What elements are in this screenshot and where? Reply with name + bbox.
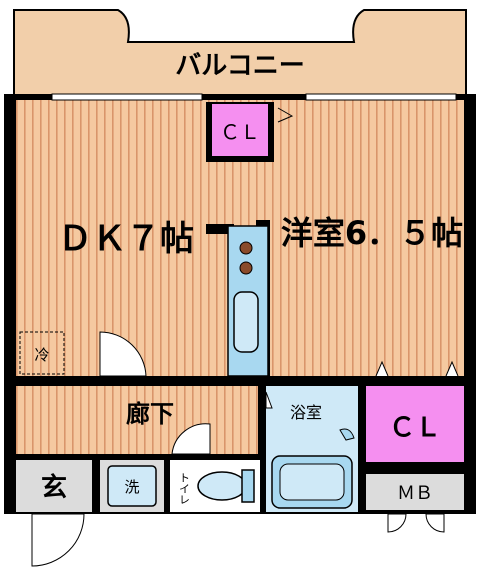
closet-right-door-a bbox=[375, 360, 389, 377]
closet-right-label: ＣＬ bbox=[389, 413, 441, 443]
washer bbox=[107, 465, 157, 507]
window-right bbox=[305, 93, 457, 101]
balcony-area bbox=[13, 9, 467, 97]
window-left bbox=[51, 93, 203, 101]
entrance-door-swing bbox=[31, 513, 85, 567]
western-room-label: 洋室6．５帖 bbox=[281, 214, 463, 252]
toilet-label: トイレ bbox=[178, 472, 191, 505]
partition-wall bbox=[206, 224, 234, 234]
hallway-door-swing bbox=[171, 423, 211, 455]
toilet-bowl bbox=[197, 471, 247, 501]
hallway-floor bbox=[16, 386, 258, 454]
stove-burner-2 bbox=[239, 261, 253, 275]
washer-label: 洗 bbox=[124, 478, 139, 496]
meter-box-label: ＭＢ bbox=[397, 483, 433, 504]
bathroom-label: 浴室 bbox=[290, 403, 322, 422]
fridge-label: 冷 bbox=[34, 346, 49, 364]
bathroom-door bbox=[265, 391, 273, 409]
closet-right bbox=[366, 386, 464, 462]
mb-door-right bbox=[425, 513, 445, 533]
meter-box bbox=[366, 474, 464, 510]
stove-burner-1 bbox=[239, 241, 253, 255]
fridge-spot bbox=[19, 331, 65, 375]
entrance-floor bbox=[16, 460, 92, 512]
balcony-label: バルコニー bbox=[175, 51, 304, 81]
entrance-label: 玄 bbox=[41, 472, 67, 503]
kitchen-sink bbox=[233, 291, 259, 353]
closet-right-door-b bbox=[445, 360, 459, 377]
shower-fixture bbox=[339, 428, 355, 441]
dk-door-swing bbox=[99, 331, 147, 377]
dk-label: ＤＫ７帖 bbox=[58, 219, 194, 259]
mb-door-left bbox=[387, 513, 407, 533]
western-room-floor bbox=[270, 100, 464, 376]
closet-top-label: ＣＬ bbox=[220, 120, 260, 144]
closet-top-door bbox=[277, 107, 294, 123]
toilet-tank bbox=[241, 469, 255, 503]
bathtub-inner bbox=[279, 463, 345, 501]
hallway-label: 廊下 bbox=[126, 400, 174, 428]
closet-top-inner bbox=[212, 104, 268, 156]
